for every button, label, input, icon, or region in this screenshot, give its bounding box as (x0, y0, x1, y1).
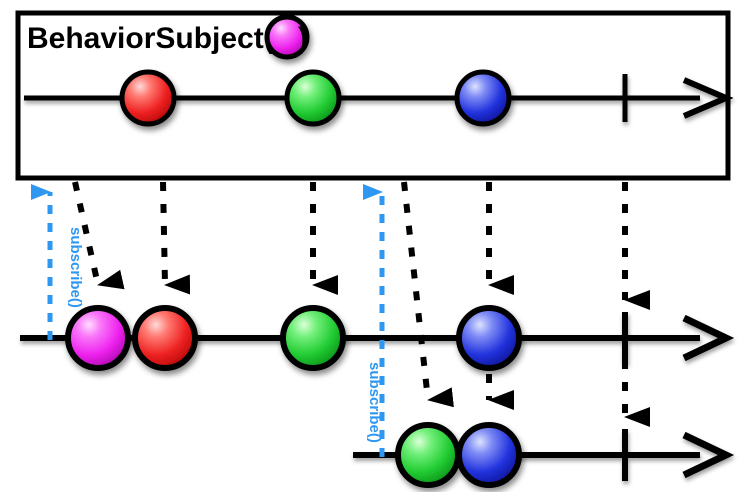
green-marble-top (284, 69, 342, 127)
subscribe-label-1: subscribe() (67, 227, 84, 308)
blue-marble-sub2 (456, 422, 522, 488)
green-marble-sub1 (280, 305, 346, 371)
red-marble-sub1 (132, 305, 198, 371)
blue-marble-sub1 (456, 305, 522, 371)
emission-arrow-green-sub2 (401, 181, 454, 408)
page-title-suffix: ) (298, 22, 308, 55)
emission-arrow-red-sub1 (160, 181, 191, 295)
green-marble-sub2 (395, 422, 461, 488)
subscriber-2-timeline: subscribe() (353, 184, 735, 488)
subscriber-1-timeline: subscribe() (20, 184, 735, 371)
source-observable-box: BehaviorSubject( ) (15, 10, 734, 181)
red-marble-top (119, 69, 177, 127)
blue-marble-top (454, 69, 512, 127)
subscriber-1-marbles (65, 305, 522, 371)
subscriber-2-marbles (395, 422, 522, 488)
page-title-prefix: BehaviorSubject( (27, 22, 274, 55)
magenta-marble-sub1 (65, 305, 131, 371)
emission-arrow-seed-magenta (72, 181, 125, 290)
title-seed-marble (264, 14, 310, 60)
source-marbles (119, 69, 512, 127)
emission-arrows (72, 181, 650, 427)
subscribe-label-2: subscribe() (366, 362, 383, 443)
